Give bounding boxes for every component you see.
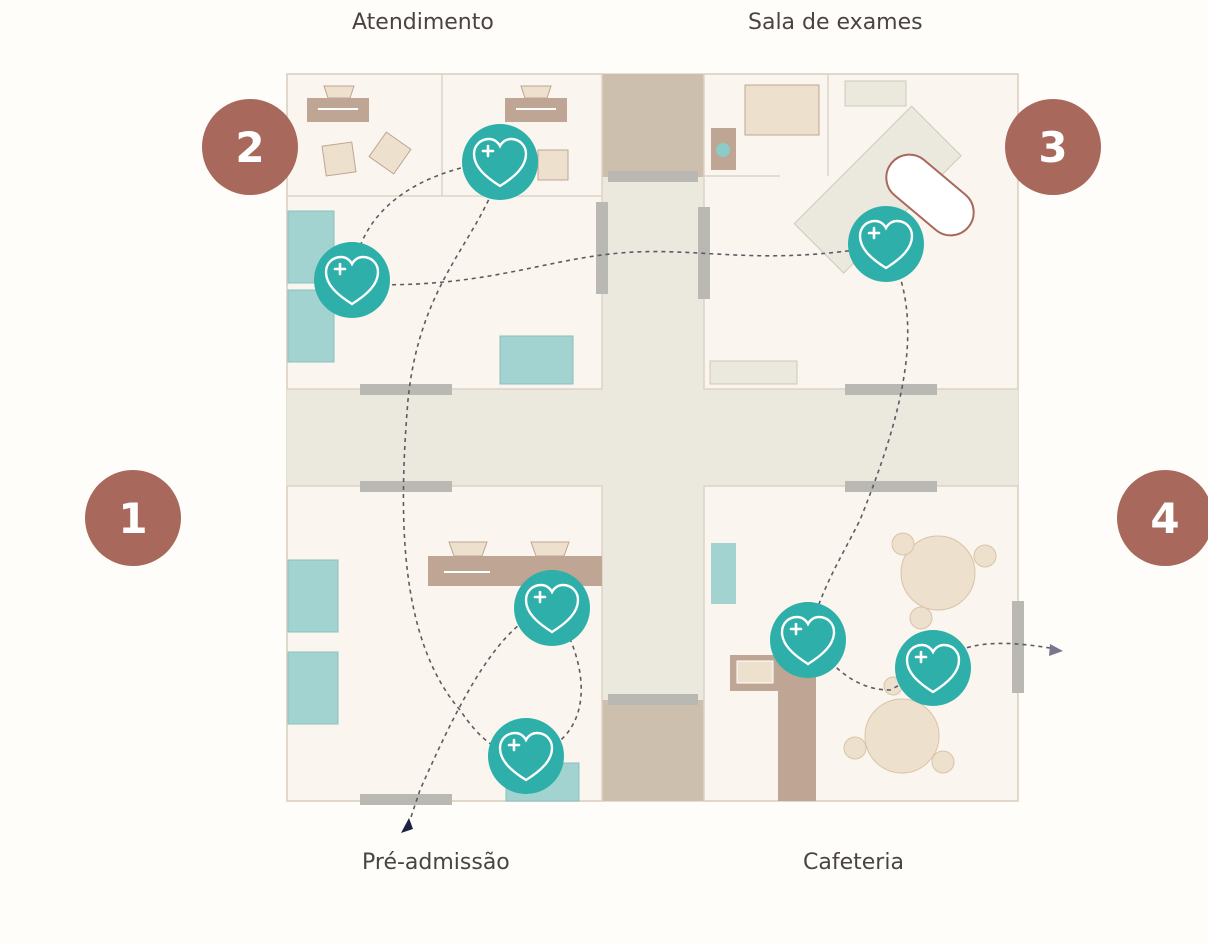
sala-de-exames-furniture — [709, 80, 975, 385]
corridor-end-top — [602, 74, 704, 177]
cafeteria-furniture — [711, 532, 997, 801]
heart-plus-icon[interactable] — [314, 242, 390, 318]
step-badge-1: 1 — [85, 470, 181, 566]
arrow-head-icon — [401, 818, 413, 833]
heart-plus-icon[interactable] — [848, 206, 924, 282]
room-label-atendimento: Atendimento — [352, 10, 494, 35]
step-badge-2: 2 — [202, 99, 298, 195]
arrow-head-icon — [1049, 644, 1063, 656]
heart-plus-icon[interactable] — [488, 718, 564, 794]
heart-plus-icon[interactable] — [770, 602, 846, 678]
corridor-vertical — [602, 74, 704, 801]
heart-plus-icon[interactable] — [514, 570, 590, 646]
heart-plus-icon[interactable] — [462, 124, 538, 200]
room-label-pre-admissao: Pré-admissão — [362, 850, 510, 875]
room-label-cafeteria: Cafeteria — [803, 850, 904, 875]
corridor-end-bottom — [602, 700, 704, 801]
room-label-sala-de-exames: Sala de exames — [748, 10, 923, 35]
heart-plus-icon[interactable] — [895, 630, 971, 706]
step-badge-4: 4 — [1117, 470, 1208, 566]
step-badge-3: 3 — [1005, 99, 1101, 195]
